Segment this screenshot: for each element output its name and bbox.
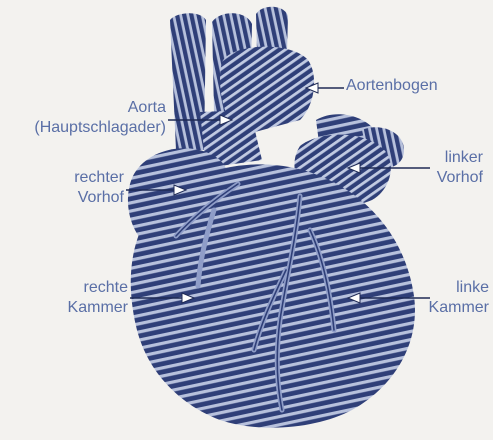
- label-rechte-kammer: rechte Kammer: [68, 278, 128, 318]
- label-linker-vorhof-line2: Vorhof: [437, 168, 483, 188]
- label-rechter-vorhof-line2: Vorhof: [74, 188, 124, 208]
- label-linke-kammer-line2: Kammer: [429, 298, 489, 318]
- label-linker-vorhof: linker Vorhof: [437, 148, 483, 188]
- label-aorta: Aorta (Hauptschlagader): [34, 98, 166, 138]
- label-linker-vorhof-line1: linker: [437, 148, 483, 168]
- label-rechte-kammer-line2: Kammer: [68, 298, 128, 318]
- label-linke-kammer: linke Kammer: [429, 278, 489, 318]
- label-rechter-vorhof: rechter Vorhof: [74, 168, 124, 208]
- label-aortenbogen: Aortenbogen: [346, 76, 438, 96]
- label-rechter-vorhof-line1: rechter: [74, 168, 124, 188]
- label-aortenbogen-text: Aortenbogen: [346, 76, 438, 96]
- label-linke-kammer-line1: linke: [429, 278, 489, 298]
- label-aorta-line2: (Hauptschlagader): [34, 118, 166, 138]
- label-aorta-line1: Aorta: [34, 98, 166, 118]
- label-rechte-kammer-line1: rechte: [68, 278, 128, 298]
